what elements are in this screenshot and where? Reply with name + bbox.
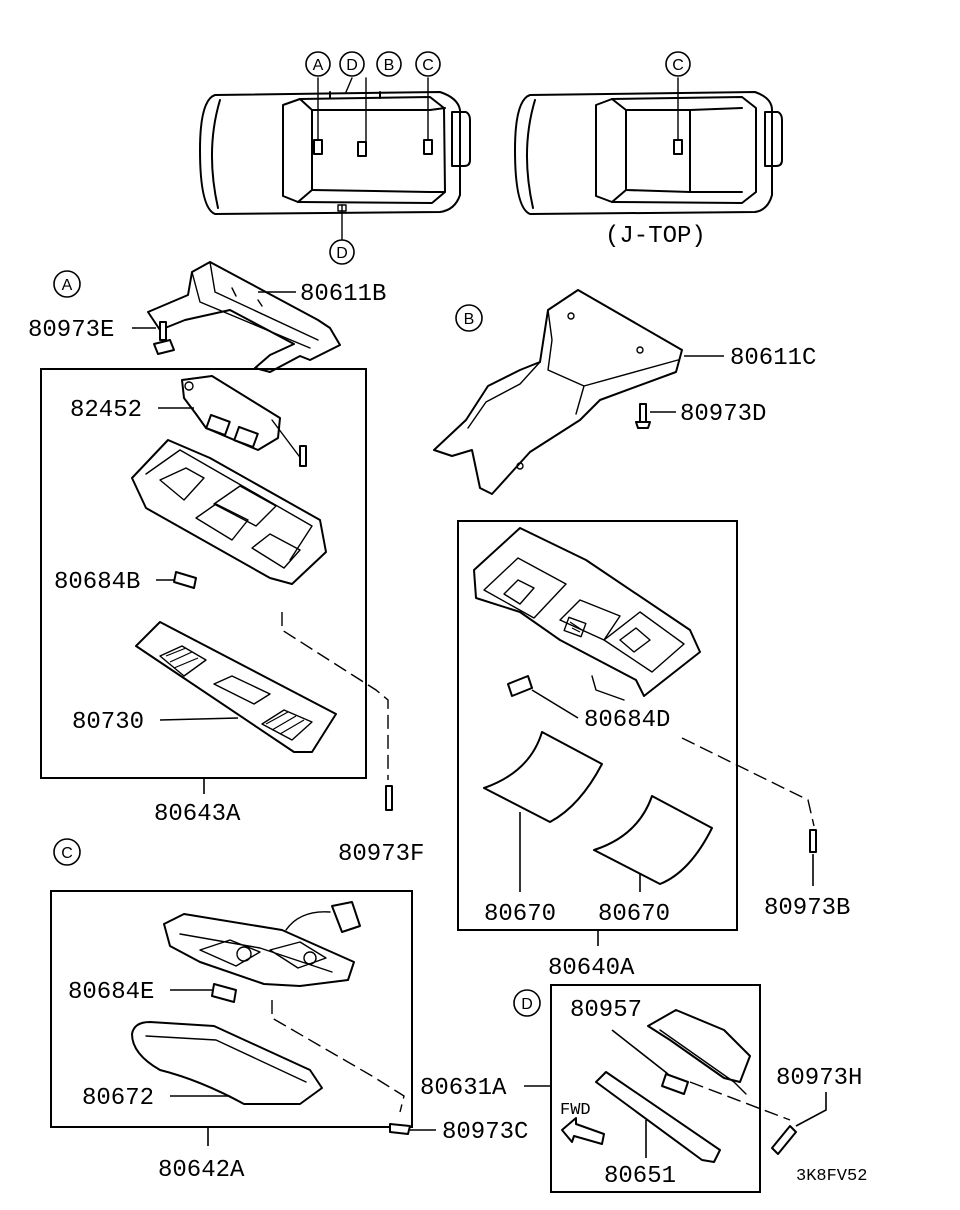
section-b-letter: B	[464, 311, 475, 328]
part-80973d-label: 80973D	[680, 401, 766, 428]
dashed-leader-c	[271, 1000, 405, 1113]
screw-80973h-drawing	[771, 1125, 797, 1155]
part-80651-label: 80651	[604, 1163, 676, 1190]
part-80642a-label: 80642A	[158, 1157, 245, 1184]
callout-c-label: C	[422, 57, 434, 74]
part-80670-right-label: 80670	[598, 901, 670, 928]
part-80973h-label: 80973H	[776, 1065, 862, 1092]
leader-screw-a	[271, 419, 303, 461]
vehicle-top-view-j-top	[514, 77, 783, 215]
lamp-housing-a-drawing	[131, 439, 327, 585]
callout-circle-b-top: B	[376, 51, 402, 77]
bracket-80611c-drawing	[433, 289, 683, 495]
part-80973b-label: 80973B	[764, 895, 850, 922]
part-82452-label: 82452	[70, 397, 142, 424]
section-b-callout: B	[455, 304, 483, 332]
part-80684b-label: 80684B	[54, 569, 140, 596]
section-a-callout: A	[53, 270, 81, 298]
section-d-letter: D	[521, 996, 533, 1013]
screw-80973b-drawing	[809, 829, 817, 853]
screw-80973f-drawing	[385, 785, 393, 811]
callout-b-label: B	[384, 57, 395, 74]
lens-80672-drawing	[131, 1021, 323, 1105]
part-80640a-label: 80640A	[548, 955, 635, 982]
leader-housing-b	[591, 675, 625, 701]
vehicle-top-view-main	[199, 77, 471, 241]
part-80973e-label: 80973E	[28, 317, 114, 344]
dashed-leader-a	[281, 612, 389, 780]
lens-80651-drawing	[595, 1071, 721, 1163]
callout-circle-c-top: C	[415, 51, 441, 77]
part-80730-label: 80730	[72, 709, 144, 736]
leader-80730	[159, 717, 239, 721]
part-80973f-label: 80973F	[338, 841, 424, 868]
drawing-code: 3K8FV52	[796, 1167, 867, 1186]
screw-80973d-drawing	[635, 403, 651, 429]
part-80973c-label: 80973C	[442, 1119, 528, 1146]
callout-circle-c-jtop: C	[665, 51, 691, 77]
part-80684d-label: 80684D	[584, 707, 670, 734]
screw-80973e-drawing	[153, 321, 175, 355]
lens-80670-left-drawing	[483, 731, 603, 823]
dashed-leader-d	[689, 1081, 791, 1121]
bulb-80957-drawing	[661, 1073, 689, 1095]
lamp-housing-b-drawing	[473, 527, 701, 697]
assembly-box-80642a	[50, 890, 413, 1128]
fwd-arrow-icon	[561, 1117, 605, 1145]
part-80672-label: 80672	[82, 1085, 154, 1112]
part-80670-left-label: 80670	[484, 901, 556, 928]
bracket-82452-drawing	[181, 375, 281, 451]
fwd-label: FWD	[560, 1101, 591, 1120]
callout-circle-d-bottom: D	[329, 239, 355, 265]
section-d-callout: D	[513, 989, 541, 1017]
leader-80973h	[795, 1092, 827, 1127]
section-c-callout: C	[53, 838, 81, 866]
part-80611b-label: 80611B	[300, 281, 386, 308]
bulb-80684b-drawing	[173, 571, 197, 589]
leader-80684d	[531, 689, 579, 719]
lens-80670-right-drawing	[593, 795, 713, 885]
screw-80973c-drawing	[389, 1123, 411, 1135]
callout-circle-d-top: D	[339, 51, 365, 77]
callout-d-label: D	[346, 57, 358, 74]
bracket-80611b-drawing	[147, 261, 341, 373]
lamp-80957-housing-drawing	[647, 1009, 751, 1095]
lamp-housing-c-drawing	[163, 901, 361, 987]
part-80631a-label: 80631A	[420, 1075, 507, 1102]
callout-d-label: D	[336, 245, 348, 262]
lens-80730-drawing	[135, 621, 337, 753]
section-c-letter: C	[61, 845, 73, 862]
part-80643a-label: 80643A	[154, 801, 241, 828]
bulb-80684e-drawing	[211, 983, 237, 1003]
callout-circle-a-top: A	[305, 51, 331, 77]
dashed-leader-b	[681, 737, 815, 827]
screw-a-drawing	[299, 445, 307, 467]
part-80611c-label: 80611C	[730, 345, 816, 372]
leader-80957	[611, 1029, 669, 1075]
assembly-box-80631a	[550, 984, 761, 1193]
bulb-80684d-drawing	[507, 675, 533, 697]
section-a-letter: A	[62, 277, 73, 294]
callout-c-label: C	[672, 57, 684, 74]
part-80957-label: 80957	[570, 997, 642, 1024]
callout-a-label: A	[313, 57, 324, 74]
part-80684e-label: 80684E	[68, 979, 154, 1006]
variant-caption: (J-TOP)	[605, 223, 706, 250]
